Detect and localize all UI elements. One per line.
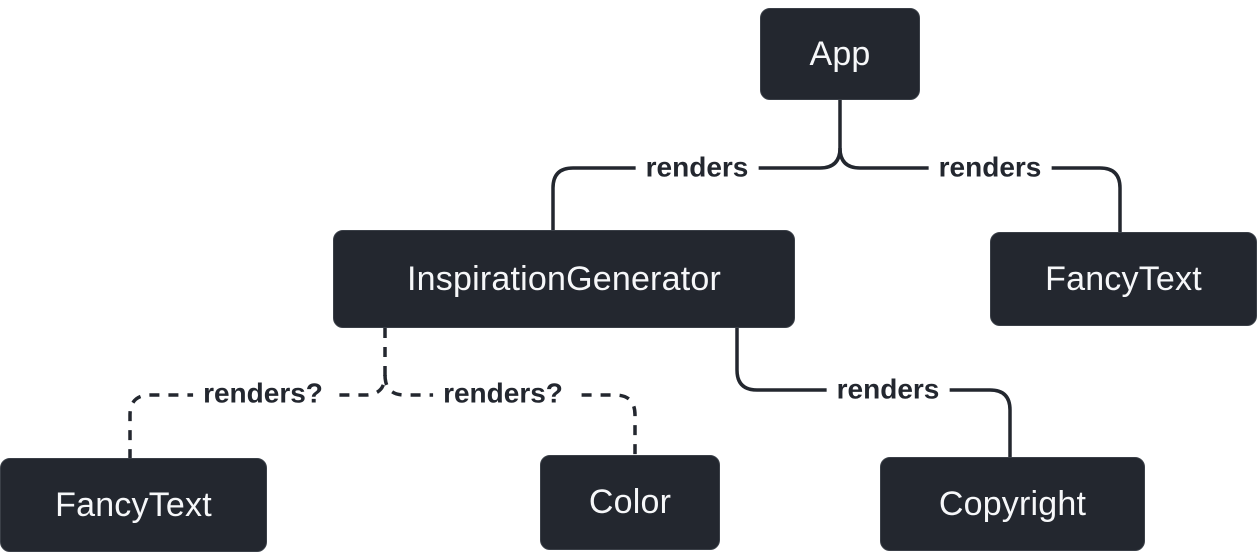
node-copyright-label: Copyright: [938, 484, 1087, 523]
node-inspiration-generator: InspirationGenerator: [333, 230, 795, 328]
node-fancytext-top-label: FancyText: [1045, 259, 1202, 298]
node-fancytext-top: FancyText: [990, 232, 1257, 326]
edge-inspiration-to-color-dashed: [383, 374, 637, 455]
node-fancytext-bottom: FancyText: [0, 458, 267, 552]
edge-label-inspiration-to-fancytext: renders?: [193, 378, 333, 410]
node-app-label: App: [809, 34, 871, 73]
node-fancytext-bottom-label: FancyText: [55, 485, 212, 524]
node-inspiration-generator-label: InspirationGenerator: [407, 259, 721, 298]
edge-label-app-to-fancytext: renders: [928, 152, 1052, 184]
node-color-label: Color: [588, 483, 672, 521]
node-app: App: [760, 8, 920, 100]
node-copyright: Copyright: [880, 457, 1145, 551]
edge-label-inspiration-to-color: renders?: [433, 378, 573, 410]
edge-label-app-to-inspiration: renders: [635, 152, 759, 184]
edge-label-inspiration-to-copyright: renders: [826, 374, 950, 406]
node-color: Color: [540, 455, 720, 550]
edge-app-to-fancytext: [838, 147, 1122, 232]
